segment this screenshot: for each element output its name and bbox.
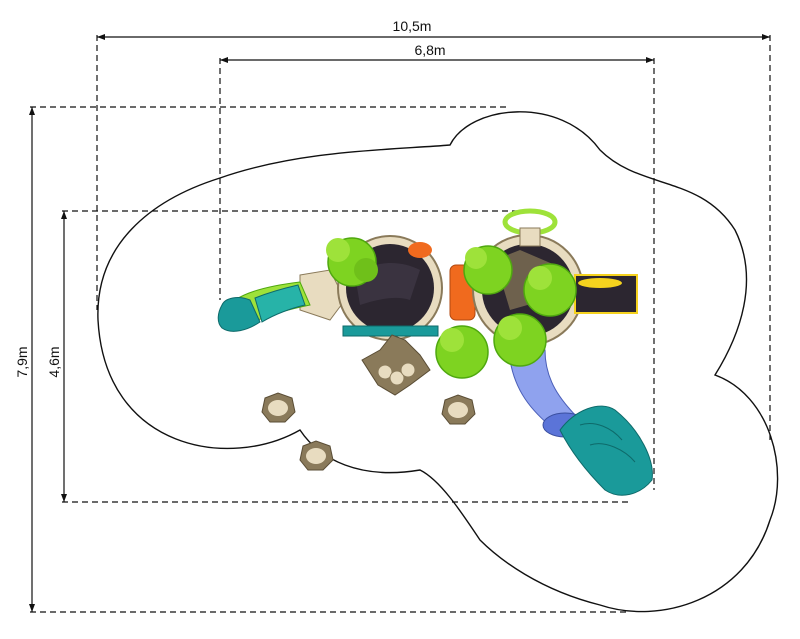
tree-icon: [523, 263, 577, 317]
root-stumps: [361, 334, 431, 396]
dim-outer-depth: [29, 107, 35, 612]
stepping-stump-icon: [441, 394, 476, 425]
tree-icon: [435, 325, 489, 379]
outer-width-label: 10,5m: [393, 18, 432, 34]
outer-depth-label: 7,9m: [14, 346, 30, 377]
top-ring: [502, 208, 558, 247]
stepping-stump-icon: [261, 392, 296, 423]
safety-zone-outline: [97, 111, 779, 613]
stepping-stump-icon: [299, 440, 334, 471]
dim-inner-width: [220, 57, 654, 63]
right-slide: [559, 405, 653, 496]
tree-icon: [326, 237, 378, 287]
tree-icon: [463, 245, 513, 295]
left-slide: [217, 269, 346, 332]
inner-depth-label: 4,6m: [46, 346, 62, 377]
inner-width-label: 6,8m: [414, 42, 445, 58]
right-walkway: [574, 274, 638, 314]
dim-outer-width: [97, 34, 770, 40]
tree-icon: [493, 313, 547, 367]
dim-inner-depth: [61, 211, 67, 502]
